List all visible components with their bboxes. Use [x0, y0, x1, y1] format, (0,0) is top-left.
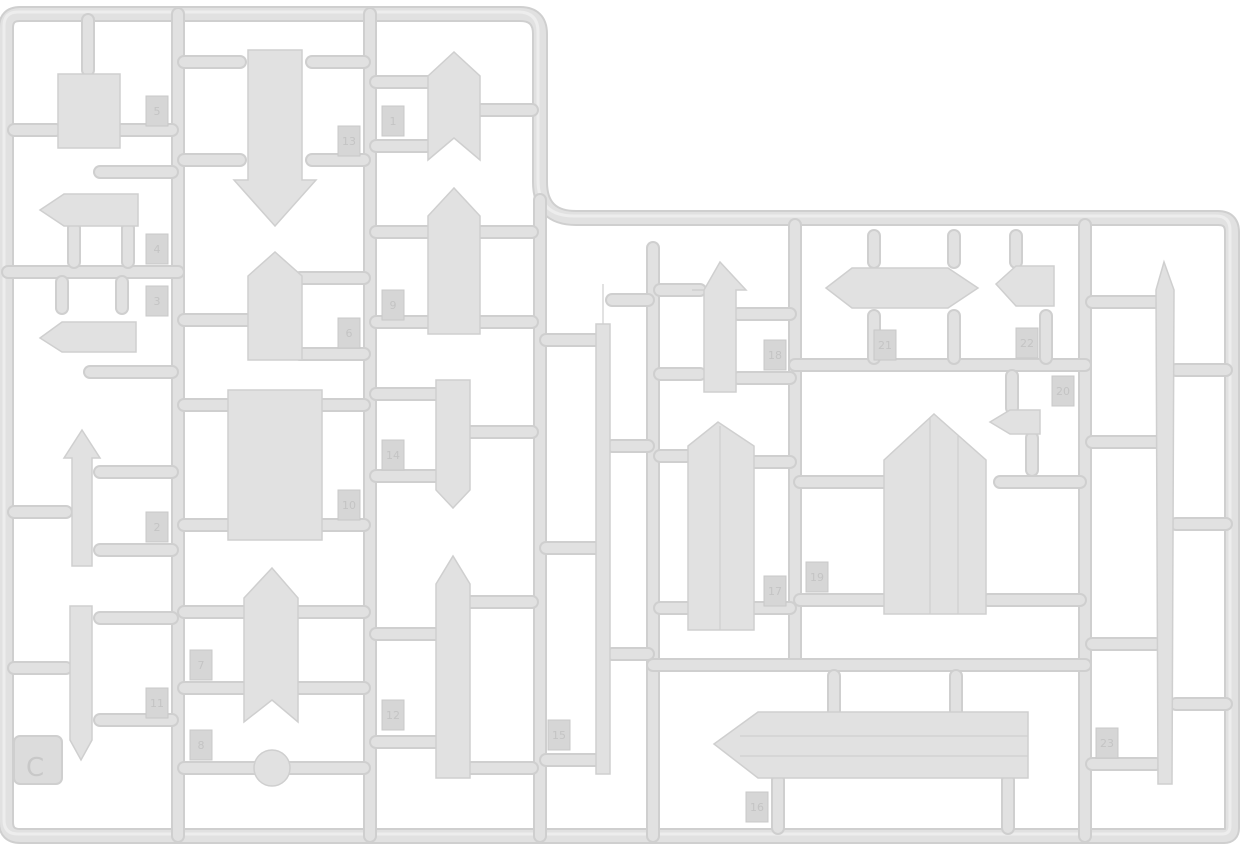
part-p3 [38, 321, 137, 353]
number-tag-plate [189, 649, 213, 681]
part-p20 [988, 409, 1041, 435]
number-tag-text: 12 [386, 709, 400, 722]
sprue-letter-plate [13, 735, 63, 785]
number-tag-plate [189, 729, 213, 761]
part-p22 [994, 265, 1055, 307]
number-tag-text: 22 [1020, 337, 1034, 350]
number-tag-plate [145, 511, 169, 543]
number-tag-plate [337, 125, 361, 157]
number-tag-plate [145, 95, 169, 127]
number-tag-plate [547, 719, 571, 751]
number-tag-text: 5 [154, 105, 161, 118]
number-tag-plate [381, 289, 405, 321]
number-tag-text: 10 [342, 499, 356, 512]
part-p13 [232, 49, 318, 228]
part-p21 [824, 267, 980, 309]
number-tag-plate [381, 105, 405, 137]
number-tag-text: 18 [768, 349, 782, 362]
number-tag-text: 16 [750, 801, 764, 814]
part-p10 [227, 389, 323, 541]
parts-layer [38, 49, 1175, 787]
number-tag-text: 21 [878, 339, 892, 352]
number-tag-plate [145, 233, 169, 265]
number-tag-text: 13 [342, 135, 356, 148]
number-tag-plate [805, 561, 829, 593]
number-tag-plate [763, 575, 787, 607]
number-tag-plate [873, 329, 897, 361]
part-p8 [253, 749, 291, 787]
part-p9 [427, 50, 481, 162]
part-p16 [712, 711, 1029, 779]
number-tag-plate [337, 489, 361, 521]
number-tag-text: 20 [1056, 385, 1070, 398]
part-p6 [247, 250, 303, 361]
part-p11 [427, 186, 481, 335]
part-p19 [883, 412, 987, 615]
part-p4 [38, 193, 139, 227]
sprue-letter-badge: C [13, 735, 63, 785]
number-tag-text: 19 [810, 571, 824, 584]
outer-runner-highlight [2, 10, 1232, 836]
part-p18 [692, 260, 748, 393]
number-tag-plate [381, 699, 405, 731]
part-p7 [243, 566, 299, 724]
number-tag-text: 6 [346, 327, 353, 340]
number-tag-plate [1051, 375, 1075, 407]
number-tag-plate [145, 687, 169, 719]
outer-runner [0, 8, 1238, 842]
number-tag-text: 9 [390, 299, 397, 312]
part-p2 [62, 428, 102, 567]
sprue-letter: C [26, 753, 44, 783]
number-tag-text: 1 [390, 115, 397, 128]
number-tag-text: 8 [198, 739, 205, 752]
number-tag-text: 14 [386, 449, 400, 462]
sprue-frame [0, 6, 1240, 844]
part-p14 [435, 554, 471, 779]
number-tag-text: 4 [154, 243, 161, 256]
part-p15 [595, 323, 611, 775]
number-tag-plate [1015, 327, 1039, 359]
number-tag-text: 11 [150, 697, 164, 710]
part-p12 [435, 379, 471, 510]
number-tag-plate [337, 317, 361, 349]
part-p5 [57, 73, 121, 149]
number-tag-text: 3 [154, 295, 161, 308]
number-tag-plate [763, 339, 787, 371]
number-tag-text: 23 [1100, 737, 1114, 750]
number-tag-text: 7 [198, 659, 205, 672]
number-tag-plate [145, 285, 169, 317]
part-p1 [69, 605, 93, 762]
number-tag-plate [381, 439, 405, 471]
number-tag-plate [745, 791, 769, 823]
number-tag-plate [1095, 727, 1119, 759]
number-tag-text: 15 [552, 729, 566, 742]
part-p23 [1155, 259, 1175, 785]
part-p17 [687, 421, 755, 631]
number-tag-text: 2 [154, 521, 161, 534]
number-tag-text: 17 [768, 585, 782, 598]
